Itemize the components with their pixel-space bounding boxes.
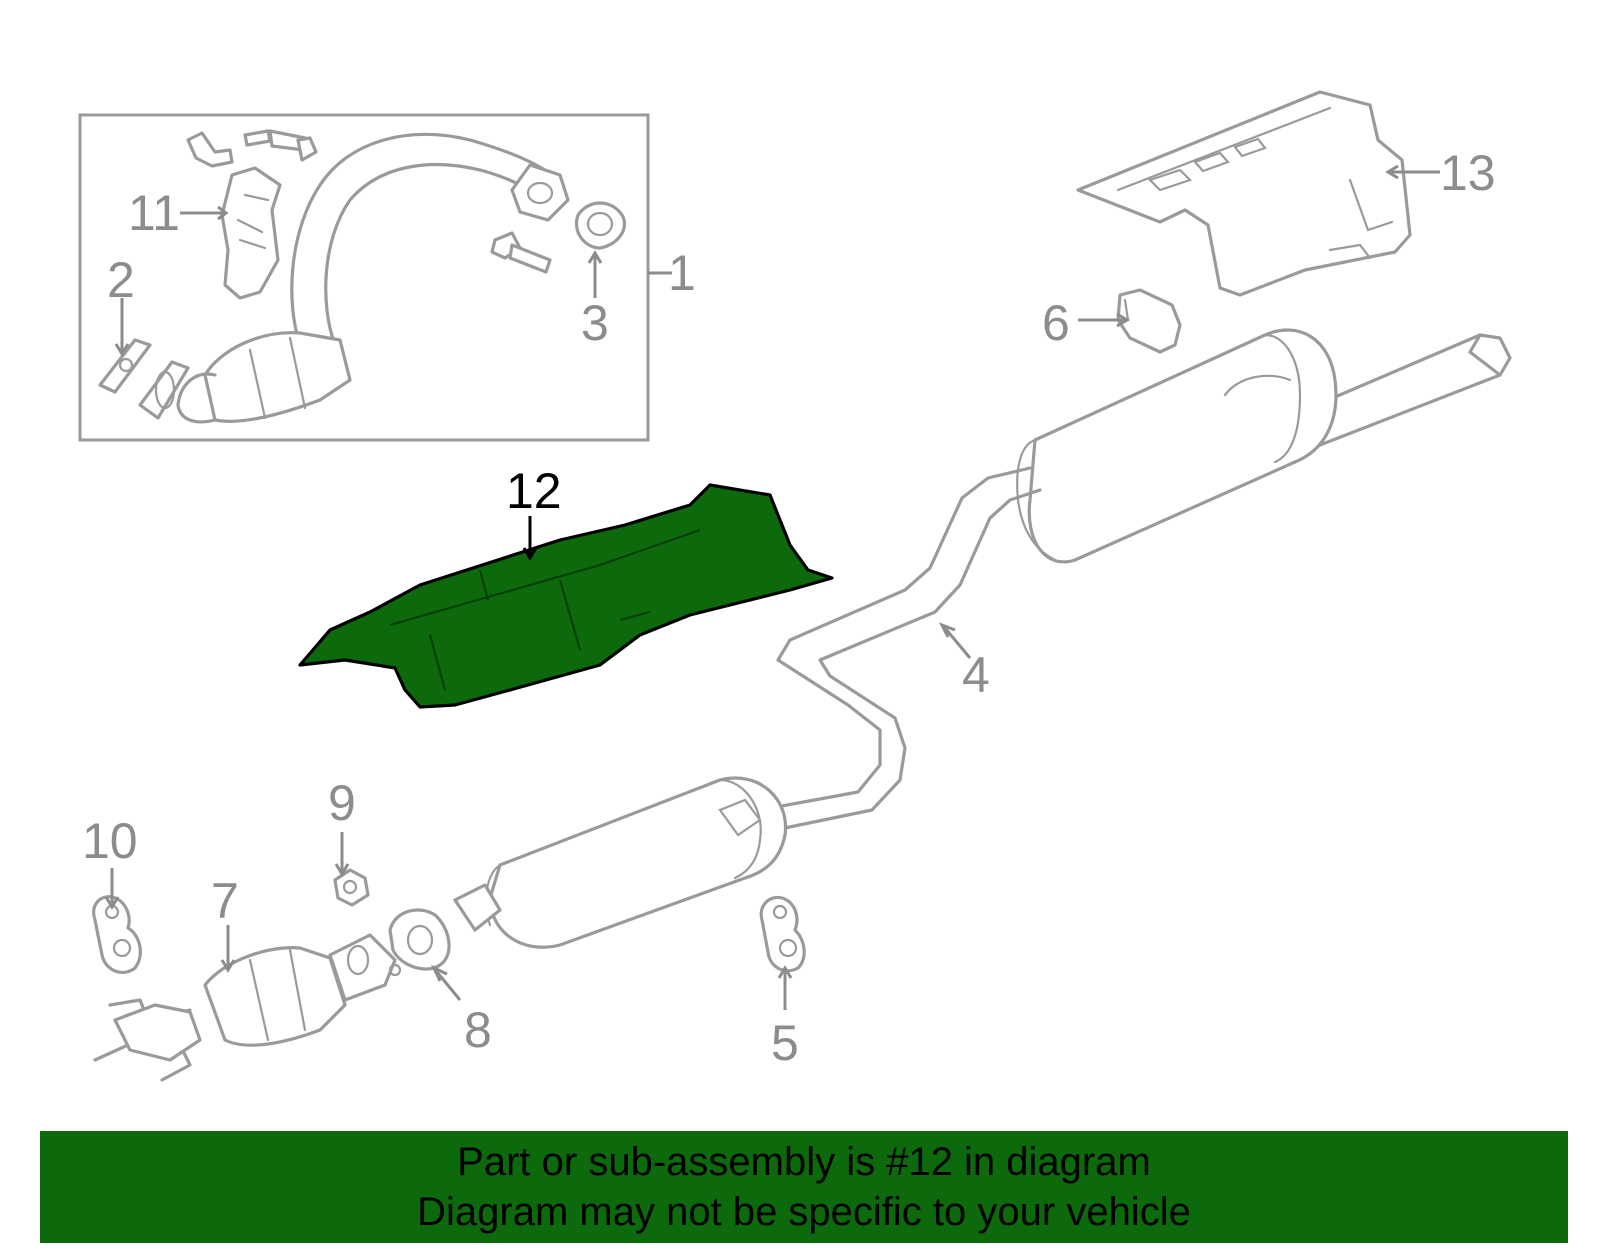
banner-line-1: Part or sub-assembly is #12 in diagram (457, 1140, 1151, 1184)
leader-lines (104, 164, 1440, 1010)
hanger-10 (92, 895, 142, 974)
callout-2: 2 (107, 252, 135, 308)
callout-9: 9 (328, 775, 356, 831)
nut-9 (333, 868, 370, 907)
hanger-5 (759, 895, 806, 973)
callout-8: 8 (464, 1002, 492, 1058)
callout-4: 4 (962, 647, 990, 703)
callout-7: 7 (211, 873, 239, 929)
callout-12: 12 (506, 463, 562, 519)
catalytic-converter-7 (93, 933, 402, 1082)
callout-labels: 1 2 3 4 5 6 7 8 9 10 11 12 13 (82, 145, 1496, 1071)
callout-10: 10 (82, 813, 138, 869)
callout-3: 3 (581, 295, 609, 351)
info-banner: Part or sub-assembly is #12 in diagram D… (40, 1131, 1568, 1243)
exhaust-pipe-muffler-4 (453, 328, 1512, 949)
callout-13: 13 (1440, 145, 1496, 201)
callout-5: 5 (771, 1015, 799, 1071)
banner-line-2: Diagram may not be specific to your vehi… (417, 1190, 1191, 1234)
hanger-6 (1116, 288, 1182, 354)
front-pipe-assembly-box (78, 113, 650, 442)
rear-heat-shield-13 (1076, 90, 1412, 297)
callout-1: 1 (668, 245, 696, 301)
gasket-8 (388, 908, 451, 971)
callout-6: 6 (1042, 295, 1070, 351)
callout-11: 11 (128, 185, 180, 241)
front-heat-shield-12 (298, 483, 834, 709)
